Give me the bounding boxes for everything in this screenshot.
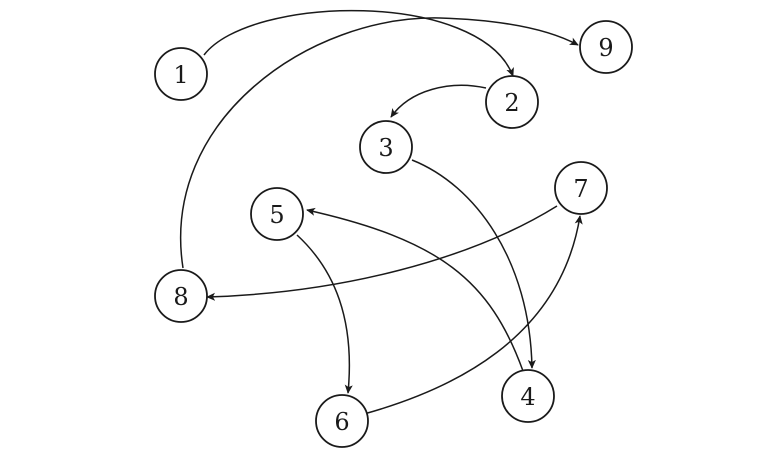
edge-6-to-7 [363, 215, 583, 415]
node-6-label: 6 [334, 408, 349, 436]
node-9-label: 9 [598, 34, 613, 62]
node-6-circle [315, 394, 369, 448]
node-4: 4 [501, 369, 555, 423]
node-8-circle [154, 269, 208, 323]
node-9: 9 [579, 20, 633, 74]
node-1-label: 1 [173, 61, 188, 89]
node-6: 6 [315, 394, 369, 448]
node-8: 8 [154, 269, 208, 323]
nodes: 1 2 3 4 5 6 7 8 [154, 20, 633, 448]
edges [180, 9, 583, 415]
edge-3-to-4 [411, 159, 536, 369]
node-8-label: 8 [173, 283, 188, 311]
edge-4-to-5 [306, 207, 524, 372]
edge-2-to-3 [390, 84, 487, 118]
edge-8-to-9 [180, 17, 579, 269]
edge-5-to-6 [296, 234, 353, 394]
node-4-circle [501, 369, 555, 423]
node-1: 1 [154, 47, 208, 101]
node-2-label: 2 [504, 89, 519, 117]
node-2-circle [485, 75, 539, 129]
node-1-circle [154, 47, 208, 101]
node-4-label: 4 [520, 383, 535, 411]
node-7-circle [554, 161, 608, 215]
edge-7-to-8 [206, 205, 558, 301]
node-3-label: 3 [378, 134, 393, 162]
node-5: 5 [250, 187, 304, 241]
node-5-label: 5 [269, 201, 284, 229]
node-3: 3 [359, 120, 413, 174]
node-2: 2 [485, 75, 539, 129]
node-7: 7 [554, 161, 608, 215]
node-3-circle [359, 120, 413, 174]
edge-1-to-2 [203, 9, 514, 77]
node-9-circle [579, 20, 633, 74]
node-5-circle [250, 187, 304, 241]
node-7-label: 7 [573, 175, 588, 203]
